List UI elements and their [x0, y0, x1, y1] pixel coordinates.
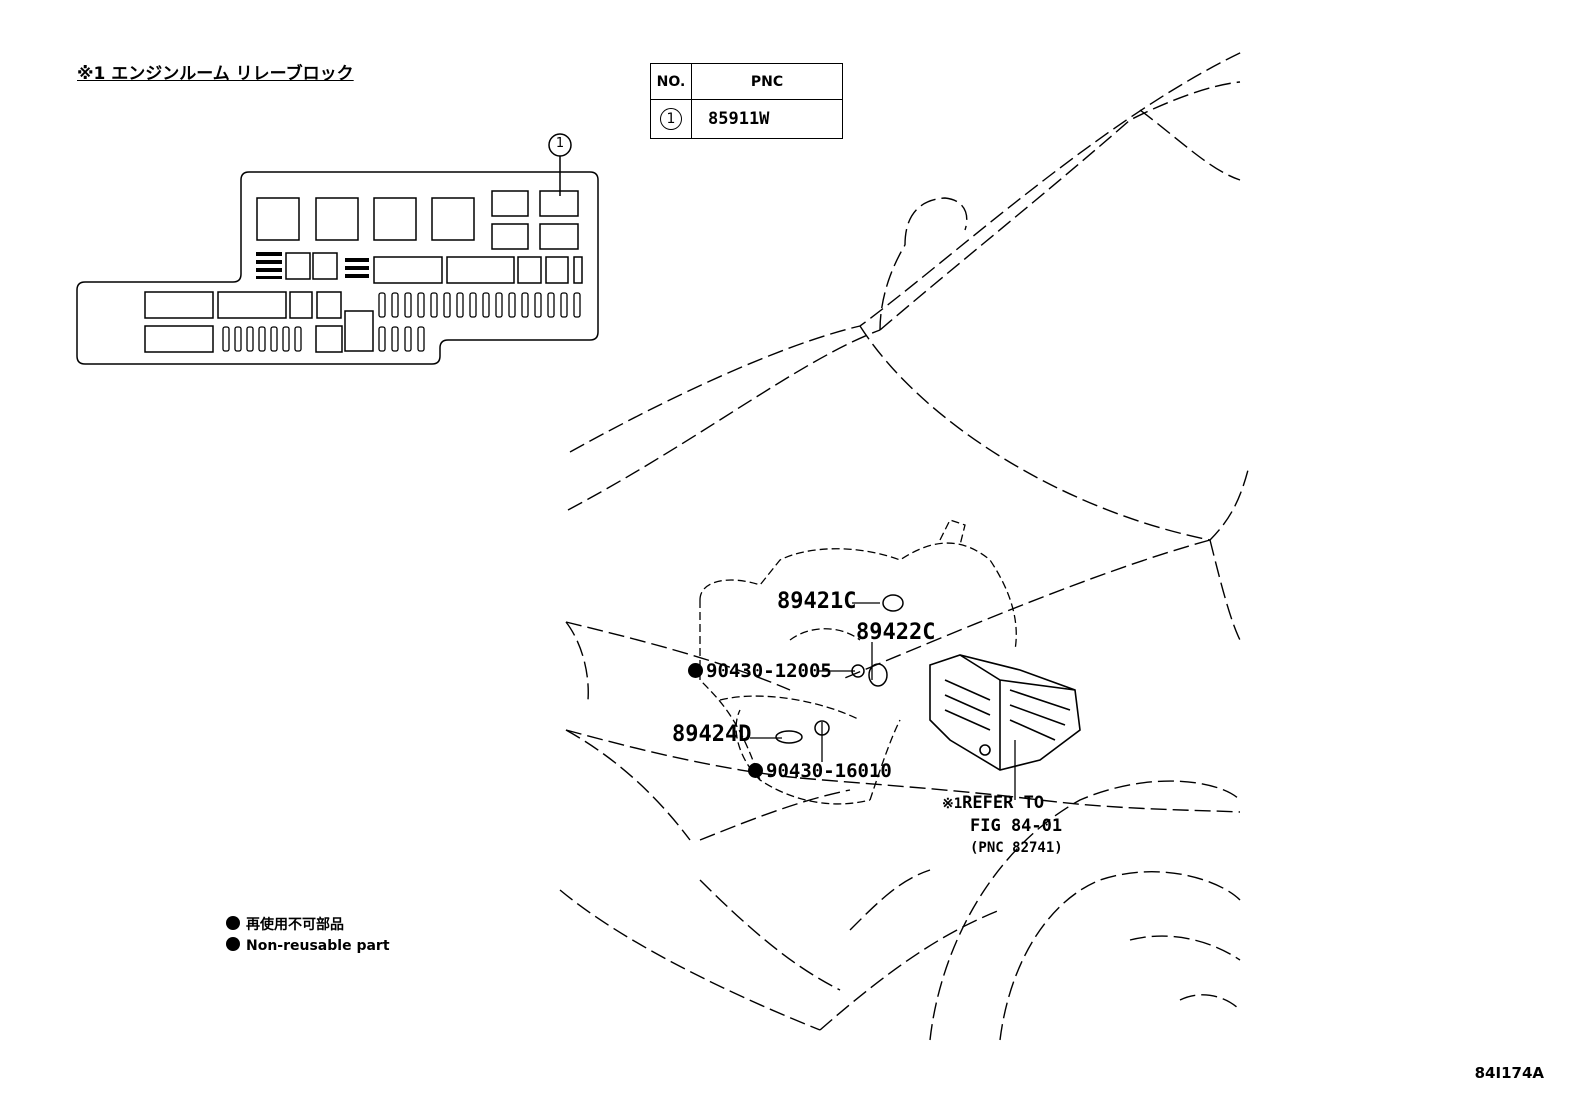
engine-outline — [699, 542, 1017, 651]
non-reusable-dot-icon — [226, 916, 240, 930]
non-reusable-dot-icon — [748, 763, 763, 778]
fuse-slot — [404, 292, 412, 318]
fuse-slot — [456, 292, 464, 318]
part-number: 90430-16010 — [766, 760, 892, 782]
reference-text: REFER TO — [962, 793, 1045, 813]
fuse-slot — [234, 326, 242, 352]
part-label-90430-12005: 90430-12005 — [688, 660, 832, 682]
pnc-table-header-no: NO. — [650, 63, 692, 100]
fuse-slot — [282, 326, 290, 352]
fuse-slot — [378, 292, 386, 318]
fuse-slot — [469, 292, 477, 318]
fuse-slot — [391, 326, 399, 352]
fuse-slot — [404, 326, 412, 352]
fuse-slot — [294, 326, 302, 352]
fuse-slot — [222, 326, 230, 352]
fuse-slot — [547, 292, 555, 318]
part-label-89421c: 89421C — [777, 589, 857, 614]
fuse-slot — [573, 292, 581, 318]
reference-mark: ※1 — [942, 796, 963, 812]
fuse-slot — [508, 292, 516, 318]
reference-line-2: FIG 84-01 — [970, 816, 1063, 836]
fuse-slot — [378, 326, 386, 352]
legend-text-en: Non-reusable part — [246, 938, 390, 954]
fuse-slot — [482, 292, 490, 318]
legend-item-jp: 再使用不可部品 — [226, 914, 344, 934]
page-title: ※1 エンジンルーム リレーブロック — [77, 64, 354, 84]
fuse-slot — [270, 326, 278, 352]
pnc-table-cell-pnc: 85911W — [691, 99, 843, 139]
part-label-90430-16010: 90430-16010 — [748, 760, 892, 782]
part-label-89422c: 89422C — [856, 620, 936, 645]
fuse-slot — [521, 292, 529, 318]
legend-item-en: Non-reusable part — [226, 937, 390, 954]
fuse-slot — [443, 292, 451, 318]
relay-callout-number: 1 — [555, 136, 565, 151]
reference-line-3: (PNC 82741) — [970, 840, 1063, 856]
non-reusable-dot-icon — [688, 663, 703, 678]
relay-block-outline — [76, 171, 599, 365]
fuse-slot — [417, 292, 425, 318]
pnc-table-header-pnc: PNC — [691, 63, 843, 100]
fuse-slot — [391, 292, 399, 318]
figure-code: 84I174A — [1474, 1064, 1544, 1082]
hood-outline — [569, 51, 1243, 453]
non-reusable-dot-icon — [226, 937, 240, 951]
legend-text-jp: 再使用不可部品 — [246, 917, 344, 933]
fuse-slot — [560, 292, 568, 318]
fuse-box — [929, 654, 1081, 771]
pnc-table-row: 1 85911W — [650, 99, 843, 139]
fuse-slot — [258, 326, 266, 352]
callout-number: 1 — [660, 108, 682, 130]
part-label-89424d: 89424D — [672, 722, 752, 747]
part-number: 90430-12005 — [706, 660, 832, 682]
fuse-slot — [246, 326, 254, 352]
reference-note: ※1REFER TO FIG 84-01 (PNC 82741) — [942, 792, 1063, 859]
pnc-table-cell-no: 1 — [650, 99, 692, 139]
reference-line-1: ※1REFER TO — [942, 792, 1063, 815]
fuse-slot — [495, 292, 503, 318]
fuse-slot — [534, 292, 542, 318]
fuse-slot — [430, 292, 438, 318]
pnc-table: NO. PNC 1 85911W — [650, 63, 843, 139]
fuse-slot — [417, 326, 425, 352]
